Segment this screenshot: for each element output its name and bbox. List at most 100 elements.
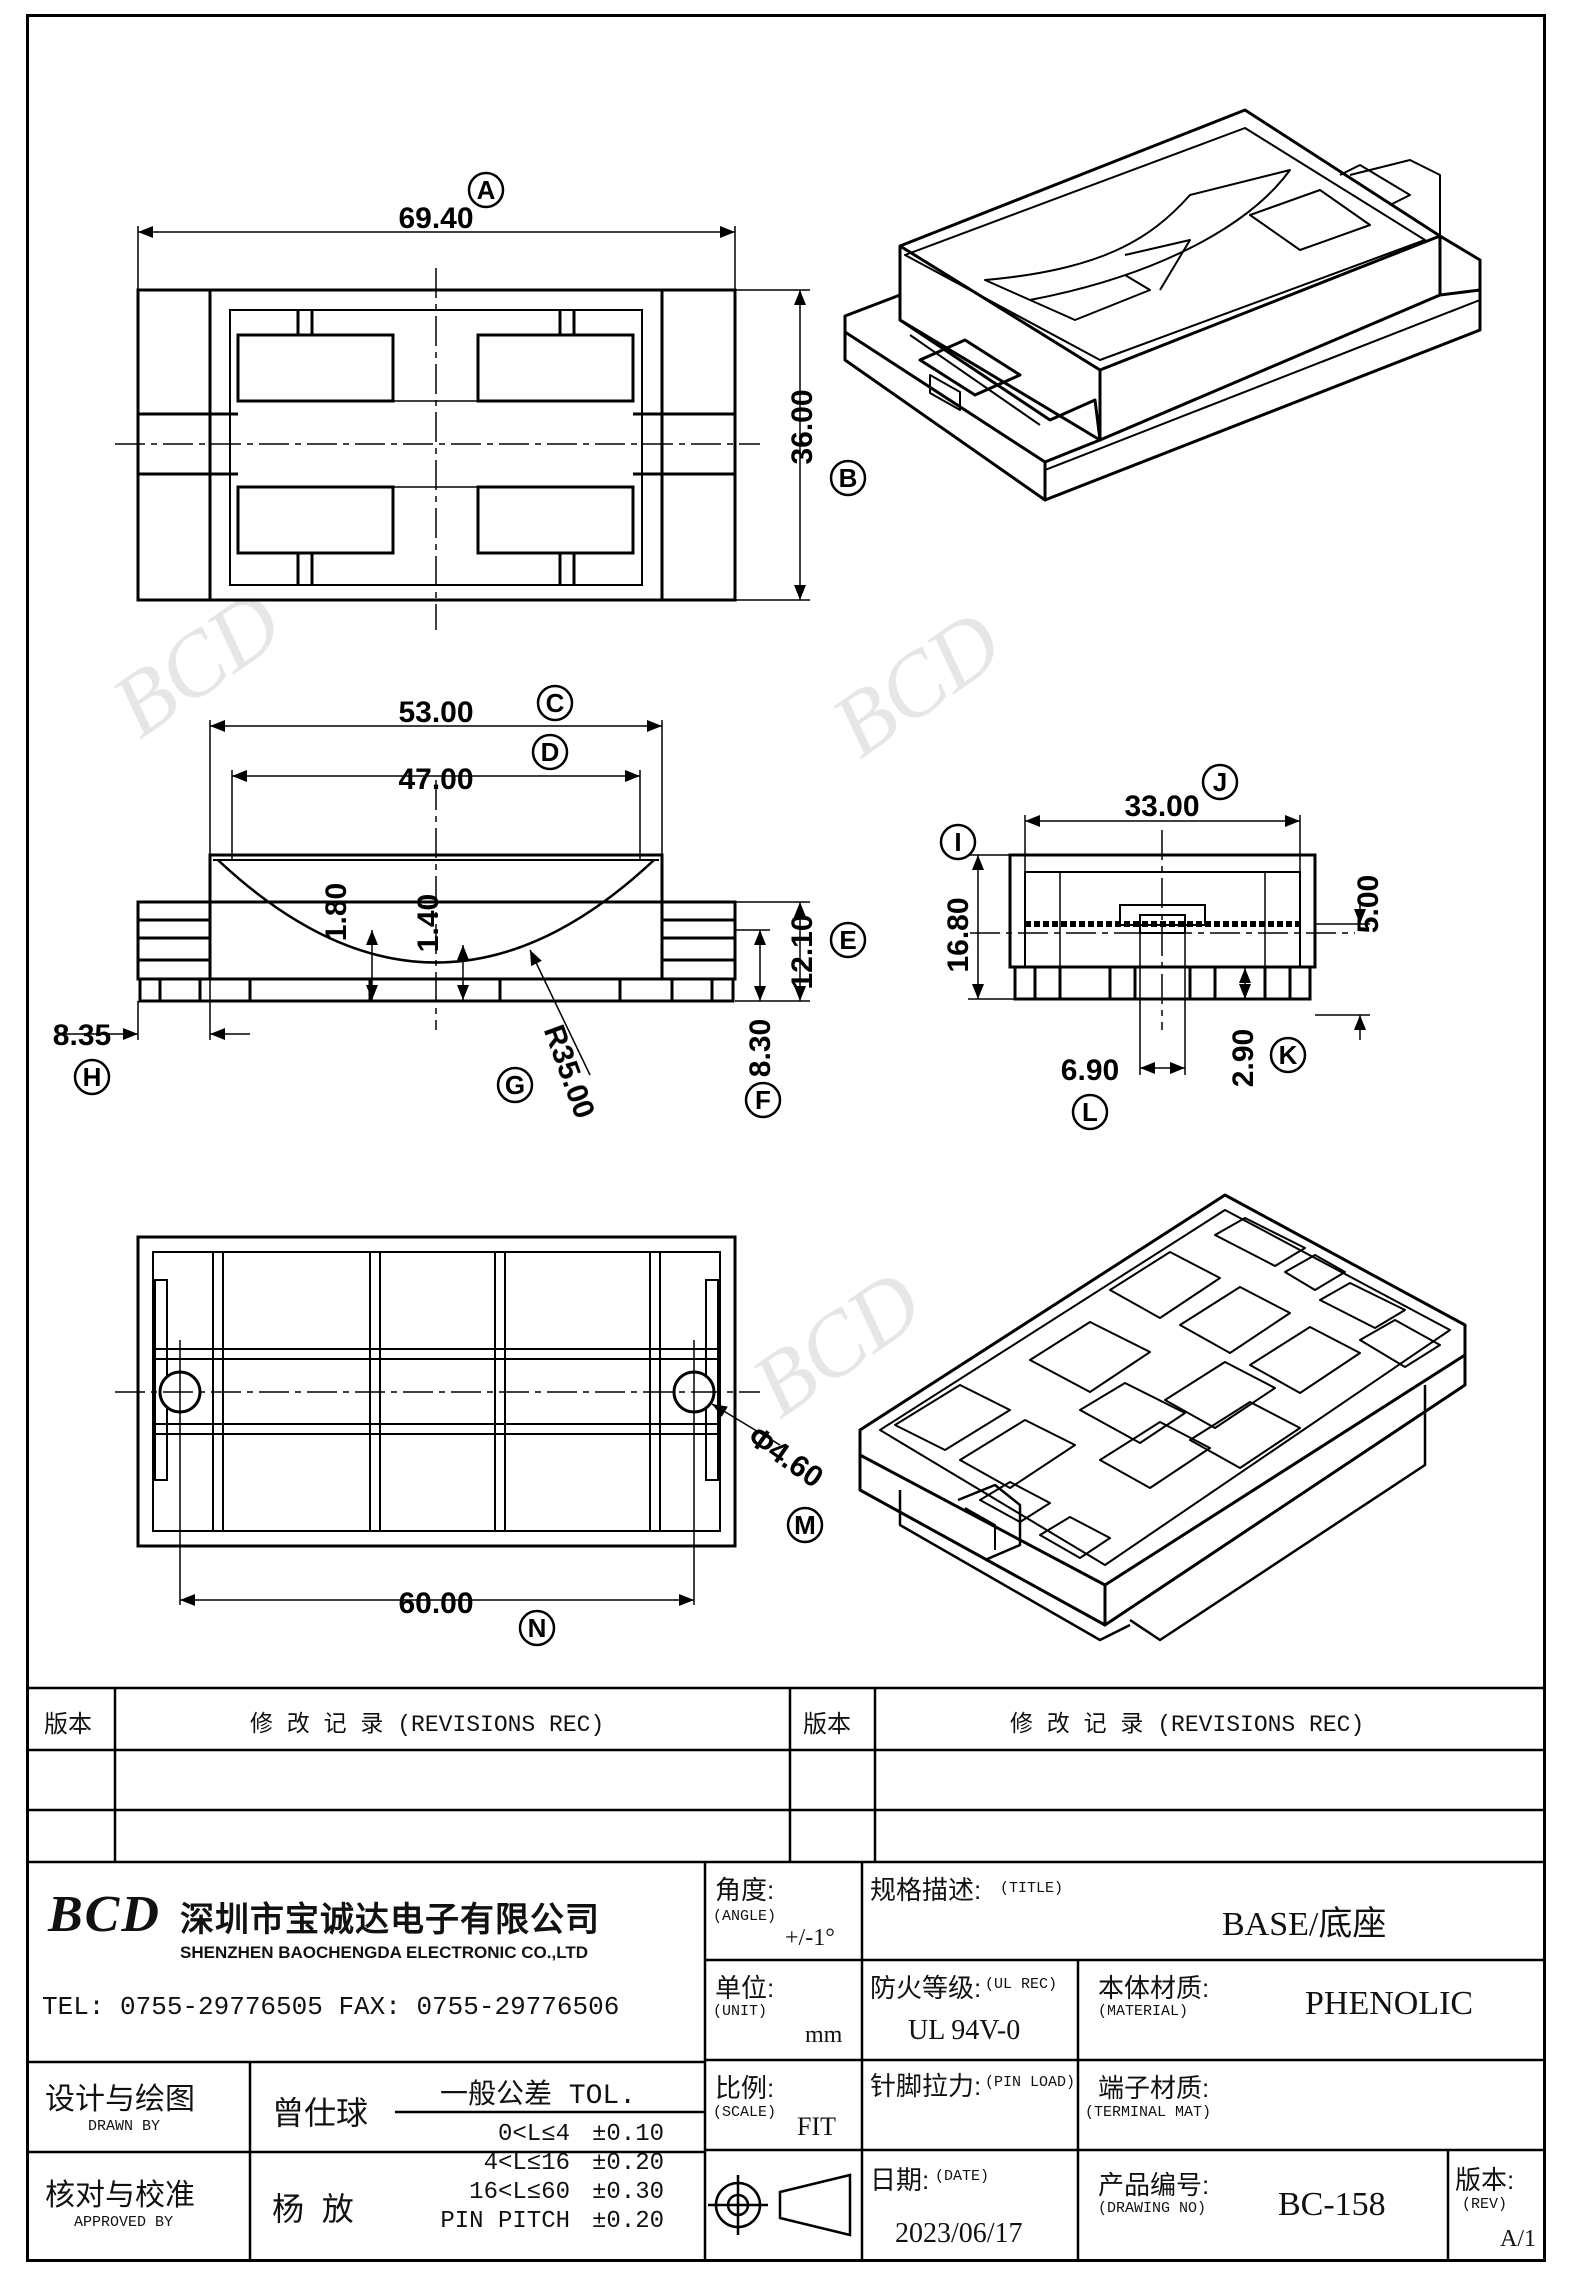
drawing-frame (26, 14, 1546, 2262)
material-label-en: (MATERIAL) (1098, 2003, 1189, 2020)
dim-J-value: 33.00 (1124, 790, 1199, 823)
dim-depth1-value: 1.80 (320, 883, 353, 941)
unit-label-en: (UNIT) (713, 2003, 768, 2020)
ul-label: 防火等级: (870, 1973, 982, 2003)
iso-top-view (843, 108, 1482, 502)
callout-circle-M (786, 1506, 824, 1544)
drawing-label-en: (DRAWING NO) (1098, 2200, 1207, 2217)
pinload-label: 针脚拉力: (870, 2071, 982, 2101)
dim-E-value: 12.10 (786, 914, 819, 989)
drawing-number: BC-158 (1278, 2186, 1386, 2223)
ul-label-en: (UL REC) (985, 1976, 1058, 1993)
rev-col-version-right: 版本 (803, 1711, 851, 1738)
callout-circle-F (744, 1081, 782, 1119)
approved-label: 核对与校准 (45, 2179, 195, 2212)
dim-D-value: 47.00 (398, 763, 473, 796)
scale-label: 比例: (715, 2073, 775, 2103)
tol-values: ±0.10 ±0.20 ±0.30 ±0.20 (592, 2120, 664, 2236)
drawn-label: 设计与绘图 (45, 2083, 195, 2116)
title-label-en: (TITLE) (1000, 1880, 1064, 1897)
callout-letter-E: E (839, 925, 856, 955)
unit-label: 单位: (715, 1973, 775, 2003)
material-label: 本体材质: (1098, 1973, 1210, 2003)
title-value: BASE/底座 (1222, 1906, 1387, 1943)
callout-letter-M: M (794, 1510, 816, 1540)
callout-circle-C (536, 684, 574, 722)
callout-letter-K: K (1279, 1040, 1298, 1070)
company-logo: BCD (48, 1886, 161, 1943)
callout-circle-D (531, 733, 569, 771)
tol-range-2: 16<L≤60 (469, 2179, 570, 2206)
material-value: PHENOLIC (1305, 1985, 1474, 2022)
tol-value-3: ±0.20 (592, 2208, 665, 2235)
dim-G-value: R35.00 (537, 1021, 601, 1123)
rev-value: A/1 (1500, 2226, 1536, 2252)
company-name-en: SHENZHEN BAOCHENGDA ELECTRONIC CO.,LTD (180, 1943, 588, 1962)
svg-text:BCD: BCD (815, 592, 1019, 776)
callout-circle-E (829, 921, 867, 959)
dim-L-value: 6.90 (1061, 1054, 1119, 1087)
drawing-label: 产品编号: (1098, 2170, 1210, 2200)
tol-value-1: ±0.20 (592, 2150, 665, 2177)
rev-col-record-right: 修 改 记 录 (REVISIONS REC) (1010, 1712, 1365, 1738)
dim-K-value: 2.90 (1227, 1029, 1260, 1087)
callout-circle-N (518, 1609, 556, 1647)
dim-I-value: 16.80 (942, 897, 975, 972)
company-contact: TEL: 0755-29776505 FAX: 0755-29776506 (42, 1992, 620, 2022)
terminal-label-en: (TERMINAL MAT) (1085, 2104, 1212, 2121)
dim-H-value: 8.35 (53, 1019, 111, 1052)
rev-label: 版本: (1455, 2165, 1515, 2195)
callout-letter-A: A (477, 175, 496, 205)
rev-col-record-left: 修 改 记 录 (REVISIONS REC) (250, 1712, 605, 1738)
callout-letter-D: D (541, 737, 560, 767)
drawn-label-en: DRAWN BY (88, 2118, 161, 2135)
title-label: 规格描述: (870, 1875, 982, 1905)
tol-title: 一般公差 TOL. (440, 2081, 637, 2112)
callout-circle-H (73, 1058, 111, 1096)
callout-circle-A (467, 171, 505, 209)
drawn-value: 曾仕球 (272, 2095, 369, 2131)
dim-F-value: 8.30 (744, 1019, 777, 1077)
tol-value-0: ±0.10 (592, 2121, 665, 2148)
scale-value: FIT (797, 2112, 836, 2141)
callout-letter-I: I (954, 827, 961, 857)
approved-value: 杨 放 (272, 2191, 354, 2227)
tol-ranges: 0<L≤4 4<L≤16 16<L≤60 PIN PITCH (420, 2120, 570, 2236)
angle-value: +/-1° (785, 1925, 835, 1951)
top-view (115, 226, 810, 630)
rev-col-version-left: 版本 (44, 1711, 92, 1738)
ul-value: UL 94V-0 (908, 2015, 1021, 2046)
company-name-cn: 深圳市宝诚达电子有限公司 (180, 1901, 600, 1939)
dim-C-value: 53.00 (398, 696, 473, 729)
iso-bottom-view (858, 1193, 1467, 1642)
callout-letter-N: N (528, 1613, 547, 1643)
callout-circle-G (496, 1066, 534, 1104)
scale-label-en: (SCALE) (713, 2104, 777, 2121)
callout-letter-H: H (83, 1062, 102, 1092)
callout-letter-C: C (546, 688, 565, 718)
callout-circle-L (1071, 1093, 1109, 1131)
dim-M-value: Φ4.60 (742, 1420, 829, 1495)
callout-circle-B (829, 459, 867, 497)
dim-A-value: 69.40 (398, 202, 473, 235)
tol-range-1: 4<L≤16 (483, 2150, 570, 2177)
angle-label: 角度: (715, 1875, 775, 1905)
callout-letter-B: B (839, 463, 858, 493)
date-label-en: (DATE) (935, 2168, 990, 2185)
dim-B-value: 36.00 (786, 389, 819, 464)
front-section-view (60, 720, 810, 1076)
unit-value: mm (805, 2022, 843, 2048)
pinload-label-en: (PIN LOAD) (985, 2074, 1076, 2091)
tol-range-3: PIN PITCH (440, 2208, 570, 2235)
callout-letter-L: L (1082, 1097, 1098, 1127)
date-value: 2023/06/17 (895, 2218, 1023, 2249)
angle-label-en: (ANGLE) (713, 1908, 777, 1925)
dim-N-value: 60.00 (398, 1587, 473, 1620)
side-view (968, 815, 1370, 1075)
callout-circle-K (1269, 1036, 1307, 1074)
callout-letter-F: F (755, 1085, 771, 1115)
tol-range-0: 0<L≤4 (497, 2121, 570, 2148)
dim-height5-value: 5.00 (1352, 875, 1385, 933)
tol-value-2: ±0.30 (592, 2179, 665, 2206)
